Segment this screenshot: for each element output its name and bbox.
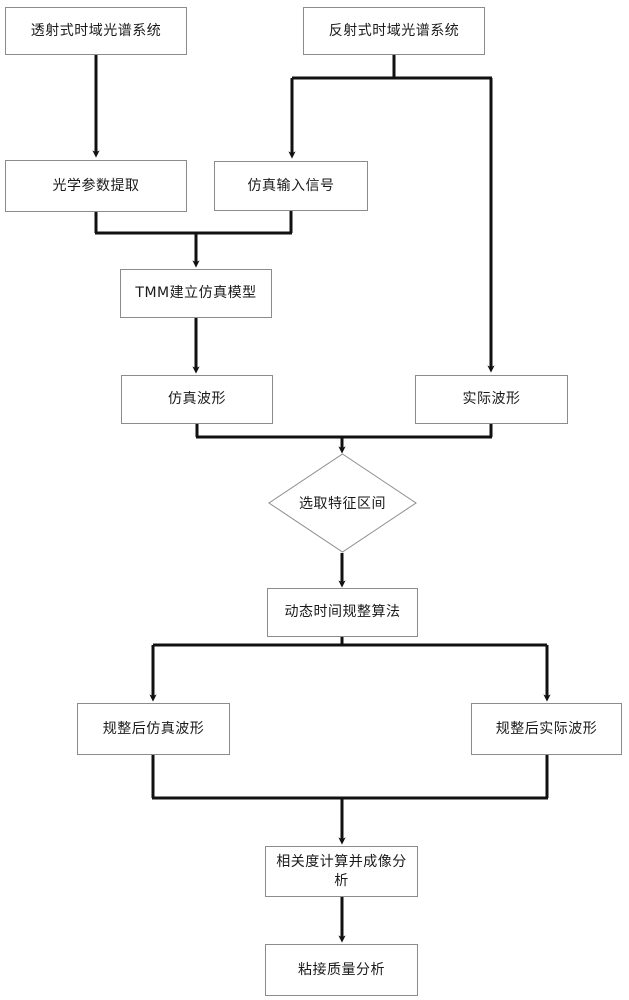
node-warped-simulated-waveform[interactable]: 规整后仿真波形 <box>77 703 230 755</box>
node-label: 动态时间规整算法 <box>284 604 401 621</box>
node-label: 粘接质量分析 <box>298 961 385 978</box>
node-label: 透射式时域光谱系统 <box>30 22 162 39</box>
node-warped-actual-waveform[interactable]: 规整后实际波形 <box>471 703 622 755</box>
node-label: 实际波形 <box>462 391 521 408</box>
node-dynamic-time-warping-algorithm[interactable]: 动态时间规整算法 <box>267 588 418 637</box>
node-transmission-tds-system[interactable]: 透射式时域光谱系统 <box>5 7 187 55</box>
node-label: 选取特征区间 <box>299 496 386 512</box>
node-reflection-tds-system[interactable]: 反射式时域光谱系统 <box>303 7 485 55</box>
node-correlation-and-imaging-analysis[interactable]: 相关度计算并成像分析 <box>265 846 418 897</box>
diamond-shape <box>268 453 417 553</box>
node-select-feature-interval[interactable]: 选取特征区间 <box>268 453 417 553</box>
node-label: 规整后实际波形 <box>495 720 598 737</box>
node-label: 规整后仿真波形 <box>102 720 205 737</box>
node-label: 反射式时域光谱系统 <box>328 22 460 39</box>
node-tmm-simulation-model[interactable]: TMM建立仿真模型 <box>120 269 272 318</box>
node-label: TMM建立仿真模型 <box>135 285 257 302</box>
node-bonding-quality-analysis[interactable]: 粘接质量分析 <box>265 944 418 996</box>
node-label: 光学参数提取 <box>52 177 140 194</box>
node-label: 相关度计算并成像分析 <box>276 853 407 889</box>
node-simulated-waveform[interactable]: 仿真波形 <box>121 375 273 424</box>
node-label: 仿真波形 <box>168 391 226 408</box>
node-optical-parameter-extraction[interactable]: 光学参数提取 <box>5 160 187 212</box>
node-simulation-input-signal[interactable]: 仿真输入信号 <box>214 161 368 211</box>
node-actual-waveform[interactable]: 实际波形 <box>415 375 568 424</box>
node-label: 仿真输入信号 <box>247 177 335 194</box>
